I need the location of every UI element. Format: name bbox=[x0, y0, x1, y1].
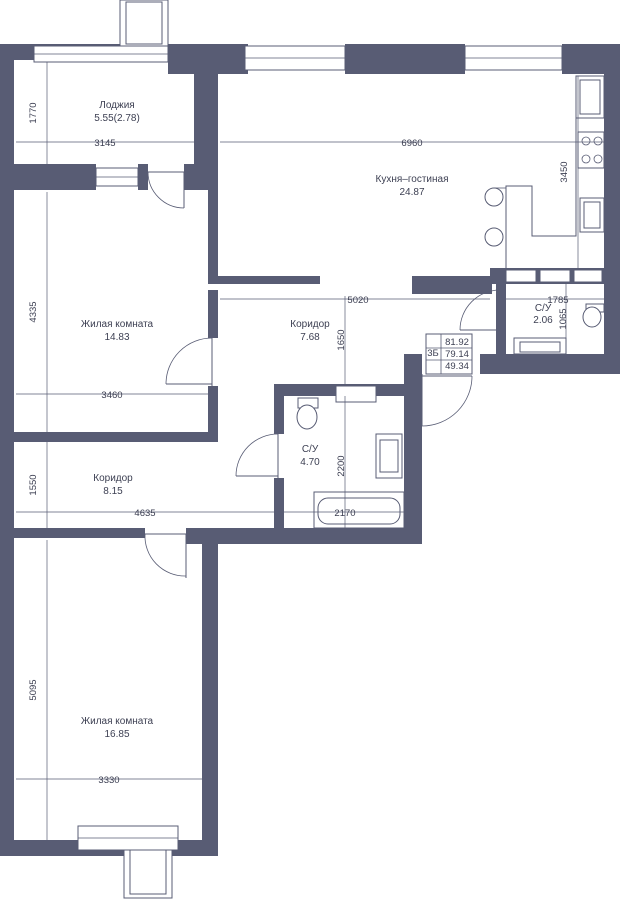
bath-name: С/У bbox=[302, 444, 319, 455]
kitchen-name: Кухня–гостиная bbox=[376, 174, 449, 185]
dim-bedroom1-h: 4335 bbox=[28, 301, 39, 322]
bath-fixtures bbox=[296, 385, 405, 529]
dim-kitchen-h: 3450 bbox=[559, 161, 570, 182]
dim-corridor2-w: 4635 bbox=[134, 508, 155, 519]
summary-box bbox=[425, 333, 473, 375]
summary-living: 49.34 bbox=[445, 361, 469, 372]
corridor1-name: Коридор bbox=[290, 319, 330, 330]
dim-bath-h: 2200 bbox=[336, 455, 347, 476]
corridor1-area: 7.68 bbox=[300, 332, 320, 343]
bedroom2-name: Жилая комната bbox=[81, 716, 154, 727]
dim-loggia-w: 3145 bbox=[94, 138, 115, 149]
bedroom2-area: 16.85 bbox=[104, 729, 129, 740]
bath-area: 4.70 bbox=[300, 457, 320, 468]
wc-small-name: С/У bbox=[535, 303, 552, 314]
bedroom1-area: 14.83 bbox=[104, 332, 129, 343]
dimension-lines bbox=[16, 62, 604, 840]
loggia-name: Лоджия bbox=[99, 100, 134, 111]
loggia-area: 5.55(2.78) bbox=[94, 113, 140, 124]
summary-labels: 3Б 81.92 79.14 49.34 bbox=[427, 337, 469, 372]
kitchen-fixtures bbox=[484, 75, 605, 283]
dim-corridor1-w: 5020 bbox=[347, 295, 368, 306]
dim-bedroom2-w: 3330 bbox=[98, 775, 119, 786]
corridor2-name: Коридор bbox=[93, 473, 133, 484]
windows bbox=[33, 0, 563, 899]
dim-kitchen-w: 6960 bbox=[401, 138, 422, 149]
bedroom1-name: Жилая комната bbox=[81, 319, 154, 330]
dim-corridor1-h: 1650 bbox=[336, 329, 347, 350]
dim-bedroom1-w: 3460 bbox=[101, 390, 122, 401]
small-wc-fixtures bbox=[513, 303, 605, 355]
room-labels: Лоджия 5.55(2.78) Кухня–гостиная 24.87 Ж… bbox=[81, 100, 553, 740]
corridor2-area: 8.15 bbox=[103, 486, 123, 497]
dim-corridor2-h: 1550 bbox=[28, 474, 39, 495]
dim-bath-w: 2170 bbox=[334, 508, 355, 519]
dim-bedroom2-h: 5095 bbox=[28, 679, 39, 700]
summary-living-total: 79.14 bbox=[445, 349, 469, 360]
dim-wc-small-w: 1785 bbox=[547, 295, 568, 306]
wc-small-area: 2.06 bbox=[533, 315, 553, 326]
apartment-code: 3Б bbox=[427, 348, 439, 359]
doors bbox=[144, 171, 501, 578]
summary-total: 81.92 bbox=[445, 337, 469, 348]
dim-loggia-h: 1770 bbox=[28, 102, 39, 123]
kitchen-area: 24.87 bbox=[399, 187, 424, 198]
dim-wc-small-h: 1065 bbox=[558, 308, 569, 329]
dimension-labels: 1770 3145 6960 3450 4335 3460 5020 1650 … bbox=[28, 102, 570, 786]
